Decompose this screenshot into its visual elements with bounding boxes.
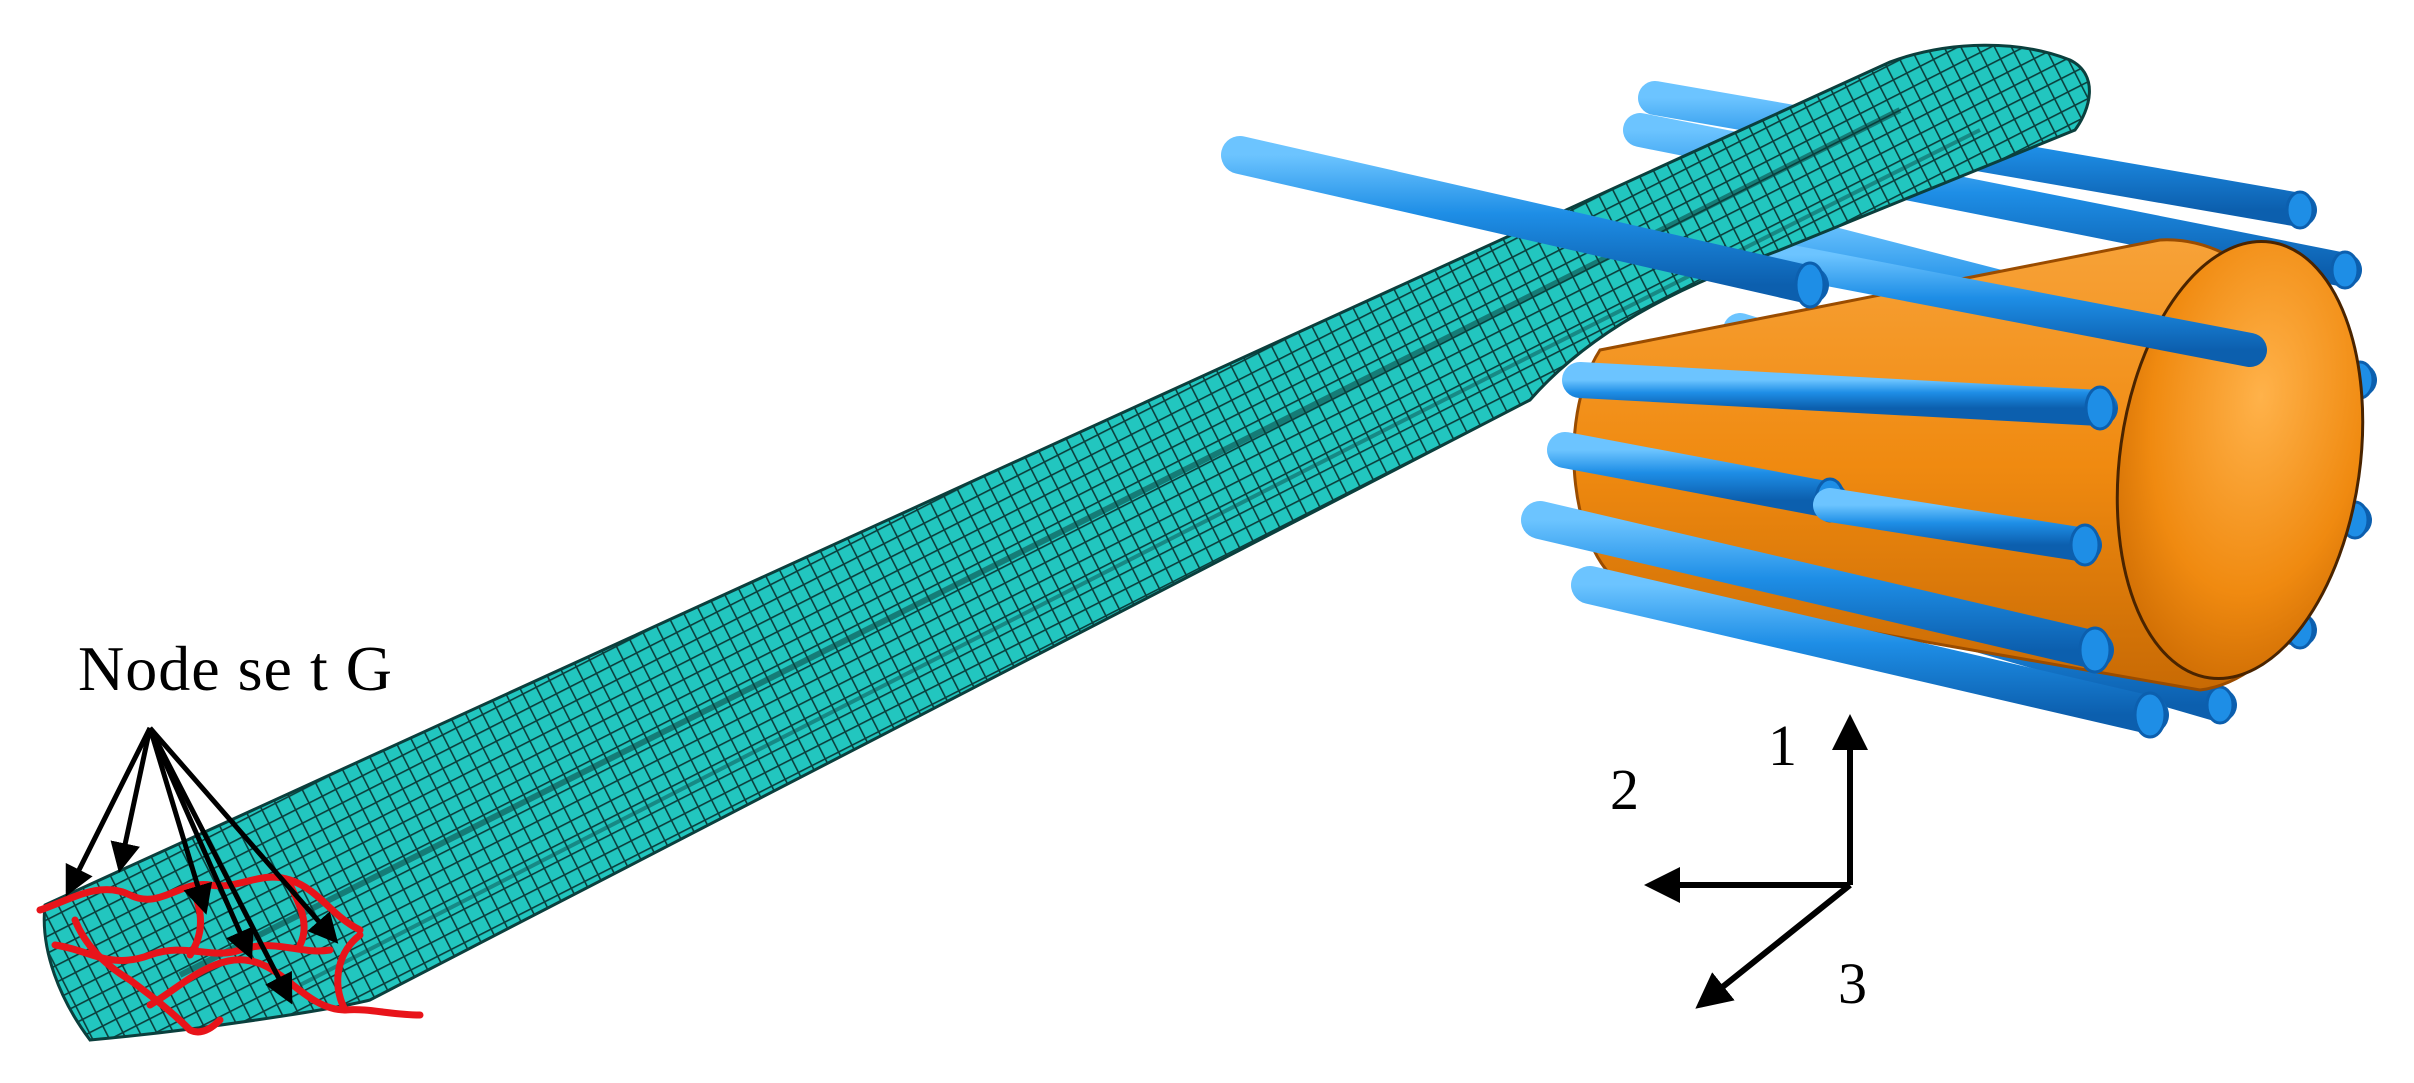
rod <box>1813 488 2102 567</box>
axis-3-arrow <box>1695 882 1852 1009</box>
axis-2-label: 2 <box>1610 757 1639 822</box>
rods-front <box>1521 238 2267 739</box>
coordinate-axes <box>1644 714 1868 1009</box>
rod <box>1562 362 2118 431</box>
axis-1-label: 1 <box>1768 713 1797 778</box>
node-set-label: Node se t G <box>78 633 393 704</box>
mesh-band <box>42 43 2091 1042</box>
rod-front-long <box>1221 136 1829 309</box>
axis-3-label: 3 <box>1838 951 1867 1016</box>
rod <box>1571 566 2169 739</box>
node-set-leader-arrows <box>65 726 339 1005</box>
rod <box>1521 501 2114 674</box>
